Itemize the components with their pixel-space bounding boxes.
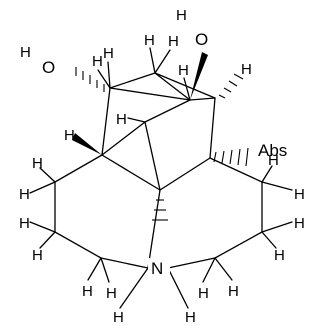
h-label: H — [168, 33, 179, 50]
h-label: H — [64, 127, 75, 144]
stereo-bonds — [72, 52, 249, 221]
abs-stereo-label: Abs — [258, 141, 287, 160]
nitrogen-label: N — [151, 259, 163, 278]
h-label: H — [32, 247, 43, 264]
hydrogen-labels: H H H H H H H H H H H H H H H H H H H H … — [19, 32, 305, 326]
oxygen-left-label: O — [42, 58, 55, 77]
h-on-oxygen-left: H — [20, 44, 31, 61]
h-label: H — [268, 152, 279, 169]
h-label: H — [178, 62, 189, 79]
h-label: H — [294, 215, 305, 232]
hatch-abs — [213, 147, 249, 167]
h-label: H — [19, 186, 30, 203]
h-label: H — [228, 283, 239, 300]
oxygen-top-label: O — [195, 30, 208, 49]
h-label: H — [294, 186, 305, 203]
h-label: H — [274, 247, 285, 264]
h-label: H — [241, 61, 252, 78]
h-label: H — [82, 283, 93, 300]
h-label: H — [185, 309, 196, 326]
h-label: H — [103, 45, 114, 62]
h-on-oxygen-top: H — [176, 7, 187, 24]
ring-bonds — [54, 72, 263, 269]
h-label: H — [32, 155, 43, 172]
h-label: H — [198, 285, 209, 302]
h-label: H — [19, 215, 30, 232]
h-label: H — [113, 309, 124, 326]
hydrogen-bonds — [29, 47, 293, 309]
hatch-center — [152, 199, 168, 221]
hatch-top-right-h — [218, 73, 244, 99]
h-label: H — [116, 111, 127, 128]
atom-labels: O H O H N Abs — [20, 7, 294, 280]
hatch-left-oh — [75, 67, 105, 92]
h-label: H — [92, 53, 103, 70]
h-label: H — [106, 285, 117, 302]
h-label: H — [144, 32, 155, 49]
